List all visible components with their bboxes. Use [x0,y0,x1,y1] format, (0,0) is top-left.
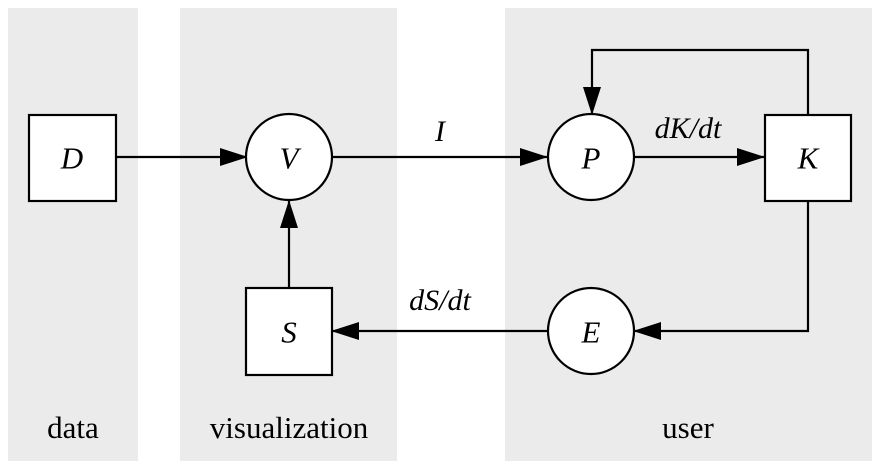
node-k-box [763,113,853,203]
node-k-label: K [797,141,821,176]
region-visualization-label: visualization [210,410,369,445]
node-d: D [27,113,118,203]
edge-k-to-p [583,48,810,115]
region-data: data [8,8,138,461]
node-v: V [244,112,334,202]
region-user-label: user [662,410,714,445]
edge-e-to-s: dS/dt [331,284,548,340]
edge-v-to-p: I [333,115,548,166]
node-v-label: V [280,141,302,176]
node-k: K [763,113,853,203]
node-s-box [244,286,334,377]
node-e-label: E [581,315,601,350]
region-visualization: visualization [180,8,397,461]
edge-p-to-k: dK/dt [634,112,765,166]
region-data-background [8,8,138,461]
node-v-circle [244,112,334,202]
region-user-background [505,8,872,461]
node-s-label: S [281,315,297,350]
node-s: S [244,286,334,377]
edge-k-to-p-arrow [583,48,810,115]
node-p: P [546,112,636,202]
edge-e-to-s-label: dS/dt [409,284,471,317]
node-e-circle [546,286,636,376]
edge-k-to-e [633,201,810,340]
edge-k-to-e-arrow [633,201,810,340]
edge-p-to-k-label: dK/dt [655,112,722,145]
node-p-label: P [581,141,601,176]
node-d-box [27,113,118,203]
region-data-label: data [47,410,99,445]
edge-v-to-p-label: I [434,115,447,148]
region-user: user [505,8,872,461]
node-p-circle [546,112,636,202]
node-d-label: D [60,141,83,176]
node-e: E [546,286,636,376]
